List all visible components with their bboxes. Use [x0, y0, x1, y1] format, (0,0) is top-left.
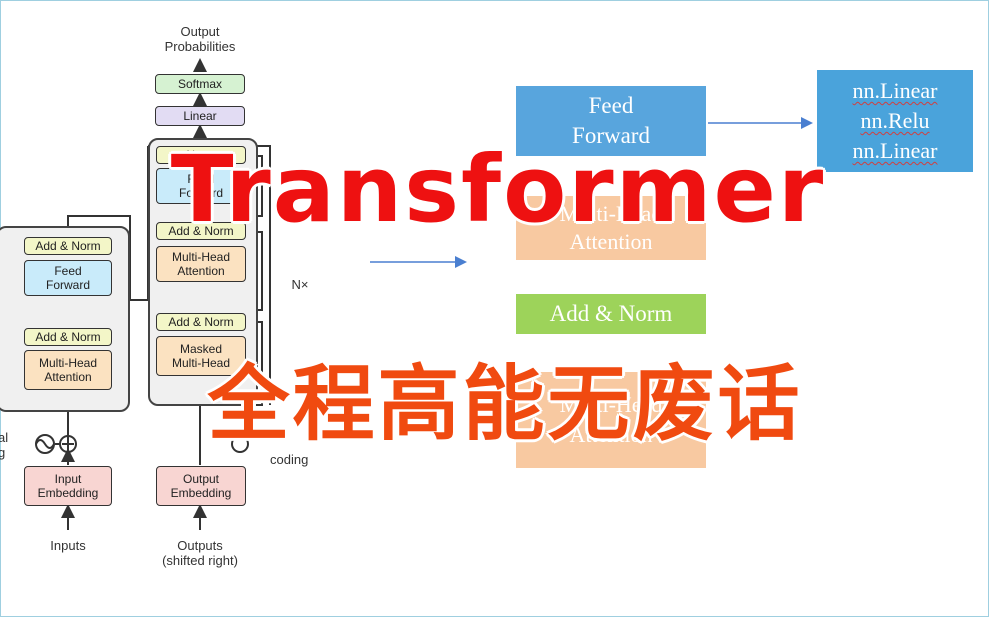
outputs-label: Outputs (shifted right) — [162, 538, 238, 568]
linear-block: Linear — [155, 106, 245, 126]
output-embedding-block: Output Embedding — [156, 466, 246, 506]
encoder-add-norm-low: Add & Norm — [24, 328, 112, 346]
nn-layer-2: nn.Relu — [860, 108, 930, 133]
input-embedding-block: Input Embedding — [24, 466, 112, 506]
add-norm-block: Add & Norm — [516, 294, 706, 334]
encoder-add-norm-top: Add & Norm — [24, 237, 112, 255]
positional-encoding-fragment-left: al g — [0, 430, 9, 460]
decoder-add-norm-top: Norm — [156, 146, 246, 164]
positional-encoding-fragment-right: coding — [270, 452, 309, 467]
nn-layer-3: nn.Linear — [852, 138, 938, 163]
encoder-multi-head-attention: Multi-Head Attention — [24, 350, 112, 390]
decoder-add-norm-low: Add & Norm — [156, 313, 246, 331]
title-overlay: Transformer — [170, 136, 826, 243]
nn-layer-1: nn.Linear — [852, 78, 938, 103]
nn-layers-block: nn.Linear nn.Relu nn.Linear — [817, 70, 973, 172]
decoder-add-norm-mid: Add & Norm — [156, 222, 246, 240]
decoder-feed-forward: Feed Forward — [156, 168, 246, 204]
feed-forward-block: Feed Forward — [516, 86, 706, 156]
softmax-block: Softmax — [155, 74, 245, 94]
nx-label: N× — [291, 277, 309, 292]
subtitle-overlay: 全程高能无废话 — [207, 357, 803, 452]
decoder-multi-head-attention: Multi-Head Attention — [156, 246, 246, 282]
inputs-label: Inputs — [50, 538, 86, 553]
decoder-masked-attention: Masked Multi-Head — [156, 336, 246, 376]
output-probabilities-label: Output Probabilities — [164, 24, 236, 54]
encoder-feed-forward: Feed Forward — [24, 260, 112, 296]
attention-block-lower: Multi-Head Attention — [516, 372, 706, 468]
attention-block-upper: Multi-Head Attention — [516, 196, 706, 260]
